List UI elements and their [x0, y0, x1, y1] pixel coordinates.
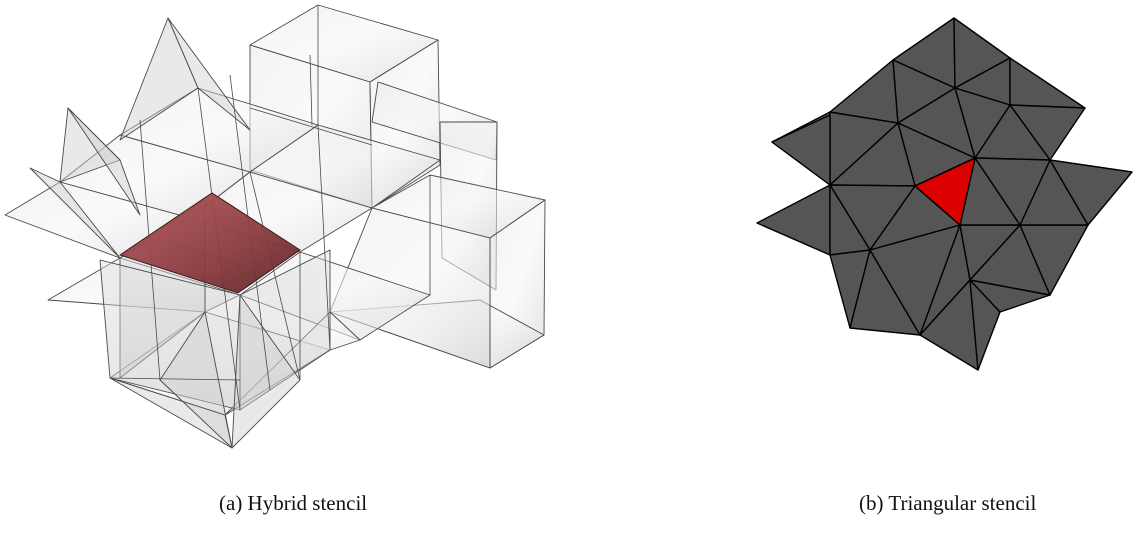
pyramid-face: [231, 294, 301, 449]
mesh-triangle: [756, 184, 831, 256]
mesh-triangle: [771, 114, 831, 186]
hybrid-stencil-mesh: [4, 4, 546, 449]
mesh-triangle: [1049, 159, 1133, 226]
hybrid-stencil-panel: (a) Hybrid stencil: [0, 0, 560, 546]
target-cell: [118, 192, 301, 294]
pyramid-face: [167, 17, 251, 131]
pyramid-face: [109, 377, 233, 449]
mesh-triangle: [829, 59, 899, 124]
triangular-stencil-mesh: [756, 17, 1133, 371]
pyramid-face: [29, 167, 121, 259]
mesh-triangle: [1009, 57, 1086, 109]
caption-triangular-stencil: (b) Triangular stencil: [859, 491, 1037, 515]
triangular-stencil-panel: (b) Triangular stencil: [740, 0, 1133, 546]
target-triangle: [914, 157, 976, 226]
caption-hybrid-stencil: (a) Hybrid stencil: [219, 491, 368, 515]
pyramid-face: [67, 107, 141, 216]
